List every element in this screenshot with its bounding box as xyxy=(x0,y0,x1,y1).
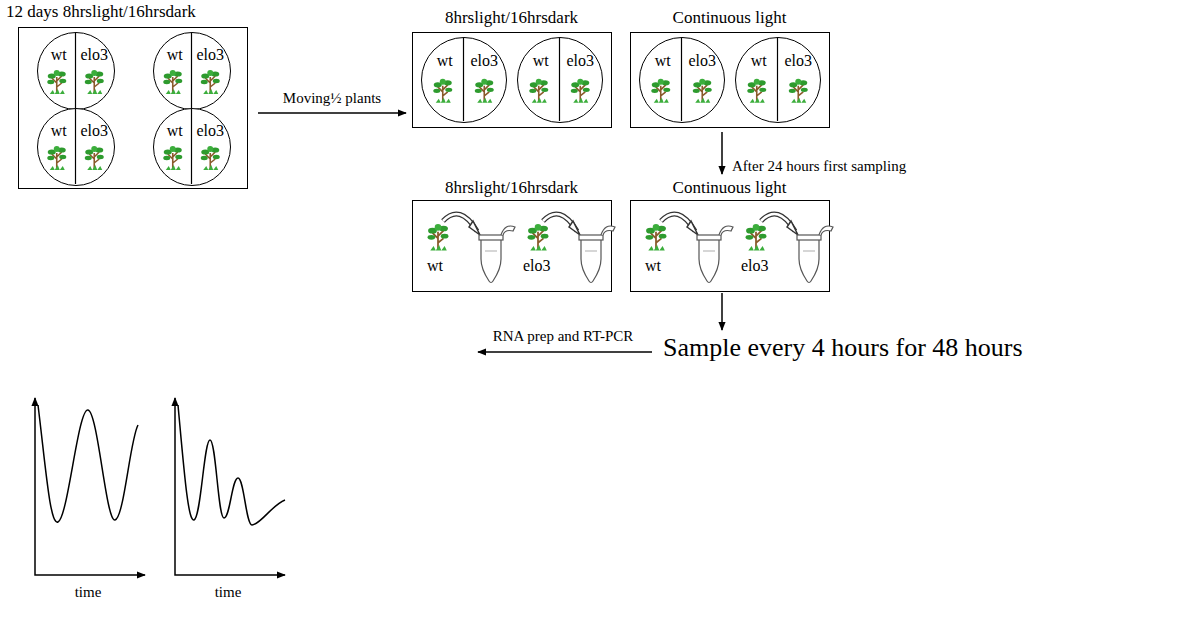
plate-circle: wt elo3 xyxy=(37,32,115,110)
axis-label: time xyxy=(75,584,102,601)
step-label: Sample every 4 hours for 48 hours xyxy=(663,333,1023,363)
left-arrow xyxy=(478,351,652,353)
plate-circle: wt elo3 xyxy=(517,37,603,123)
growth-chamber-box: Continuous lightwtelo3 xyxy=(630,200,830,292)
arrow-label: Moving½ plants xyxy=(283,90,381,107)
genotype-label: wt xyxy=(51,46,67,64)
plate-illustration xyxy=(154,33,230,109)
plate-circle: wt elo3 xyxy=(639,37,725,123)
growth-chamber-box: 8hrslight/16hrsdarkwtelo3wtelo3 xyxy=(412,32,612,128)
condition-heading: 8hrslight/16hrsdark xyxy=(445,9,578,28)
plate-illustration xyxy=(422,38,506,122)
plate-illustration xyxy=(154,109,230,185)
plate-circle: wt elo3 xyxy=(153,108,231,186)
genotype-label: wt xyxy=(51,122,67,140)
plate-illustration xyxy=(518,38,602,122)
graph-axes xyxy=(35,398,145,575)
down-arrow xyxy=(721,293,723,330)
plate-circle: wt elo3 xyxy=(735,37,821,123)
genotype-label: elo3 xyxy=(741,257,769,275)
genotype-label: wt xyxy=(751,52,767,70)
condition-heading: Continuous light xyxy=(673,9,787,28)
sustained-curve xyxy=(38,405,138,522)
damped-curve xyxy=(178,405,285,525)
transfer-arrow xyxy=(258,112,406,114)
genotype-label: elo3 xyxy=(566,52,594,70)
plate-illustration xyxy=(38,33,114,109)
genotype-label: elo3 xyxy=(80,46,108,64)
plate-circle: wt elo3 xyxy=(37,108,115,186)
genotype-label: elo3 xyxy=(196,122,224,140)
genotype-label: wt xyxy=(427,257,443,275)
condition-heading: 8hrslight/16hrsdark xyxy=(445,179,578,198)
plate-circle: wt elo3 xyxy=(421,37,507,123)
genotype-label: wt xyxy=(655,52,671,70)
condition-heading: 12 days 8hrslight/16hrsdark xyxy=(6,3,196,22)
genotype-label: wt xyxy=(437,52,453,70)
genotype-label: elo3 xyxy=(688,52,716,70)
step-label: After 24 hours first sampling xyxy=(732,158,906,175)
genotype-label: elo3 xyxy=(196,46,224,64)
genotype-label: wt xyxy=(533,52,549,70)
plate-illustration xyxy=(640,38,724,122)
genotype-label: elo3 xyxy=(784,52,812,70)
sampling-illustration xyxy=(413,201,611,291)
graph-axes xyxy=(175,398,285,575)
growth-chamber-box: 12 days 8hrslight/16hrsdarkwtelo3wtelo3w… xyxy=(18,27,248,189)
growth-chamber-box: 8hrslight/16hrsdarkwtelo3 xyxy=(412,200,612,292)
genotype-label: elo3 xyxy=(523,257,551,275)
growth-chamber-box: Continuous lightwtelo3wtelo3 xyxy=(630,32,830,128)
down-arrow xyxy=(721,132,723,174)
genotype-label: elo3 xyxy=(80,122,108,140)
genotype-label: wt xyxy=(645,257,661,275)
axis-label: time xyxy=(215,584,242,601)
genotype-label: wt xyxy=(167,122,183,140)
condition-heading: Continuous light xyxy=(673,179,787,198)
plate-illustration xyxy=(38,109,114,185)
sampling-illustration xyxy=(631,201,829,291)
genotype-label: elo3 xyxy=(470,52,498,70)
genotype-label: wt xyxy=(167,46,183,64)
plate-illustration xyxy=(736,38,820,122)
arrow-label: RNA prep and RT-PCR xyxy=(493,328,634,345)
plate-circle: wt elo3 xyxy=(153,32,231,110)
